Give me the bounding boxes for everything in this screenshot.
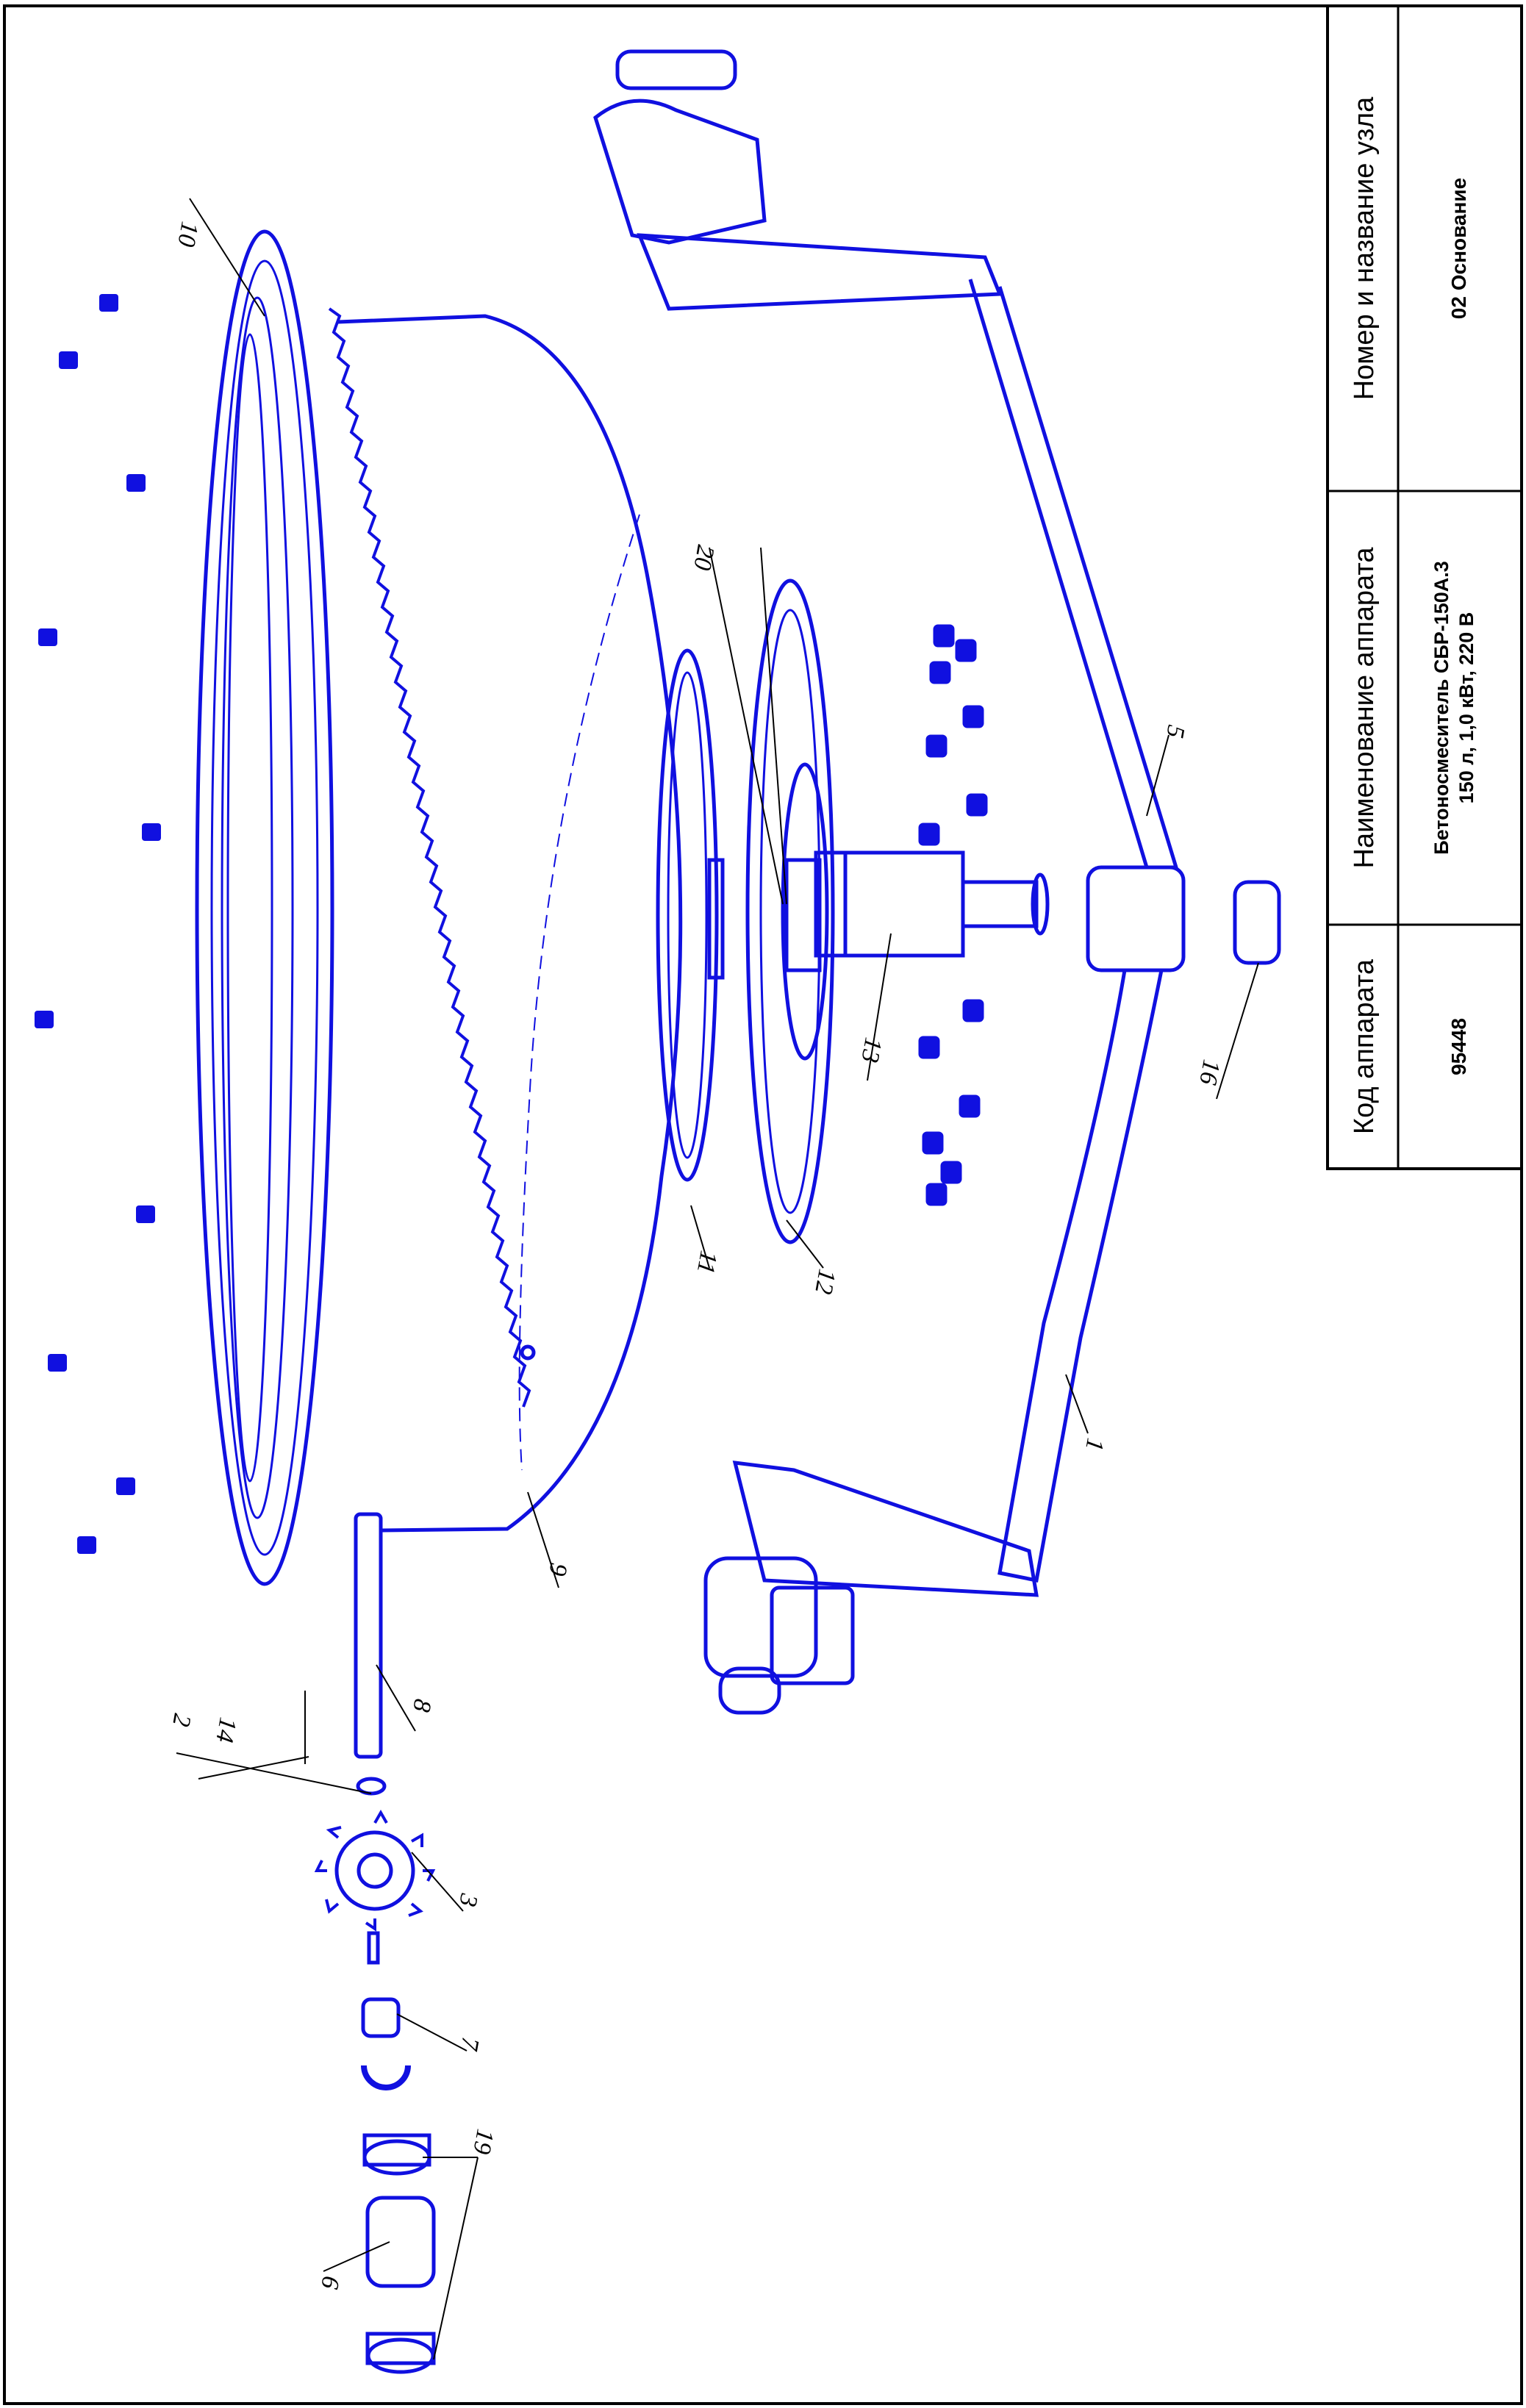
name-value-line1: Бетоносмеситель СБР-150А.3 (1430, 561, 1452, 855)
name-value-line2: 150 л, 1,0 кВт, 220 В (1455, 612, 1477, 804)
callout-10: 10 (172, 220, 203, 249)
callout-1: 1 (1080, 1436, 1108, 1453)
unit-value: 02 Основание (1447, 178, 1470, 319)
callout-11: 11 (692, 1249, 723, 1276)
callout-2: 2 (167, 1712, 196, 1729)
ring-gear-teeth (328, 307, 531, 1408)
callout-14: 14 (210, 1716, 241, 1745)
callout-6: 6 (315, 2274, 344, 2291)
title-block: Код аппарата 95448 Наименование аппарата… (1326, 4, 1523, 1170)
callouts: 10 20 5 13 16 11 12 1 9 8 2 14 3 7 19 6 (167, 220, 1225, 2291)
callout-16: 16 (1194, 1058, 1225, 1087)
code-label: Код аппарата (1349, 958, 1380, 1134)
callout-8: 8 (407, 1697, 436, 1714)
fastener-cluster (918, 624, 988, 1206)
bottom-flange-11 (656, 648, 725, 1182)
drive-shaft-13 (814, 850, 1050, 958)
unit-label: Номер и название узла (1349, 96, 1380, 400)
code-value: 95448 (1447, 1018, 1470, 1075)
callout-12: 12 (809, 1267, 840, 1297)
callout-5: 5 (1161, 723, 1189, 740)
pinion-assembly (314, 1512, 436, 2374)
base-frame (593, 49, 1281, 1715)
callout-9: 9 (543, 1561, 572, 1578)
mixing-drum (195, 229, 683, 1586)
drawing-frame (3, 4, 1523, 2405)
callout-7: 7 (455, 2035, 484, 2054)
drum-bolts (35, 294, 161, 1554)
callout-13: 13 (856, 1036, 886, 1065)
callout-20: 20 (688, 543, 719, 573)
name-label: Наименование аппарата (1349, 547, 1380, 869)
leader-lines (176, 198, 1259, 2360)
bottom-flange-12 (745, 578, 835, 1244)
callout-19: 19 (468, 2127, 498, 2157)
